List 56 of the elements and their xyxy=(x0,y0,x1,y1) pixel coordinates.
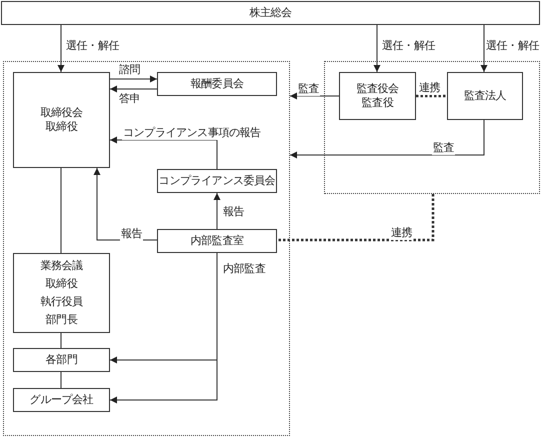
box-text: 報酬委員会 xyxy=(190,77,244,91)
process-box xyxy=(157,229,277,253)
dotted-connector xyxy=(277,194,434,242)
box-text: 各部門 xyxy=(46,353,78,367)
process-box xyxy=(13,388,110,412)
process-box xyxy=(339,72,416,120)
arrow xyxy=(110,76,158,82)
edge-label: 監査 xyxy=(432,141,456,155)
edge-label: 答申 xyxy=(118,92,142,106)
arrow xyxy=(94,168,158,240)
arrow xyxy=(110,86,158,92)
box-text: 取締役 xyxy=(46,120,78,134)
edge-label: 内部監査 xyxy=(222,262,266,276)
box-text: 執行役員 xyxy=(40,295,83,309)
dotted-connector xyxy=(416,94,447,98)
arrow xyxy=(290,120,484,158)
box-text: 取締役 xyxy=(46,277,78,291)
process-box xyxy=(157,72,277,96)
process-box xyxy=(157,169,277,193)
box-text: コンプライアンス委員会 xyxy=(158,174,276,188)
arrow xyxy=(110,136,218,170)
arrow xyxy=(290,92,340,100)
process-box xyxy=(13,253,110,333)
arrow xyxy=(480,24,488,72)
process-box xyxy=(13,348,110,372)
box-text: 監査法人 xyxy=(464,89,506,103)
box-text: グループ会社 xyxy=(30,393,94,407)
edge-label: 諮問 xyxy=(118,63,142,77)
box-text: 監査役会 xyxy=(356,82,399,96)
edge-label: 報告 xyxy=(222,205,246,219)
process-box xyxy=(447,72,523,120)
dotted-frame xyxy=(3,61,290,436)
arrow xyxy=(58,24,64,72)
box-text: 業務会議 xyxy=(40,259,83,273)
box-text: 監査役 xyxy=(362,96,394,110)
edge-label: 選任・解任 xyxy=(381,39,436,53)
edge-label: 連携 xyxy=(390,226,414,240)
edge-label: コンプライアンス事項の報告 xyxy=(122,126,262,140)
edge-label: 選任・解任 xyxy=(485,39,540,53)
edge-label: 連携 xyxy=(418,81,442,95)
connector-line xyxy=(60,332,62,348)
box-text: 内部監査室 xyxy=(190,234,244,248)
edge-label: 報告 xyxy=(120,227,144,241)
connector-line xyxy=(60,372,62,388)
process-box xyxy=(1,1,540,25)
arrow xyxy=(374,24,380,72)
box-text: 取締役会 xyxy=(40,106,83,120)
process-box xyxy=(13,72,110,168)
connector-line xyxy=(60,168,62,254)
arrow xyxy=(110,252,218,404)
edge-label: 選任・解任 xyxy=(65,39,120,53)
edge-label: 監査 xyxy=(297,82,320,96)
box-text: 部門長 xyxy=(46,313,78,327)
arrow xyxy=(214,192,220,230)
dotted-frame xyxy=(324,61,540,194)
box-text: 株主総会 xyxy=(249,6,292,20)
